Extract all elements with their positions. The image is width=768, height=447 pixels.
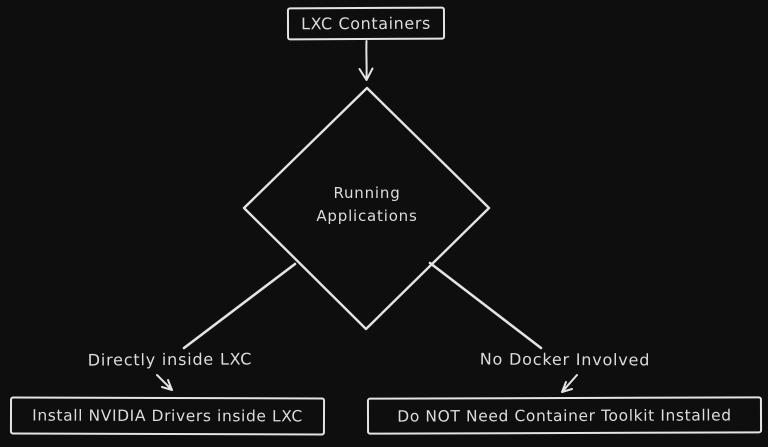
left-arrowhead-icon [156, 374, 173, 391]
decision-running-applications-label: Running Applications [316, 184, 418, 226]
right-edge-line [428, 261, 543, 350]
node-install-nvidia-drivers: Install NVIDIA Drivers inside LXC [9, 396, 326, 436]
node-no-container-toolkit-label: Do NOT Need Container Toolkit Installed [397, 405, 732, 426]
branch-condition-left: Directly inside LXC [87, 349, 253, 370]
decision-diamond-shape [242, 86, 491, 331]
node-lxc-containers-label: LXC Containers [301, 13, 431, 34]
left-edge-line [182, 262, 297, 350]
node-lxc-containers: LXC Containers [286, 6, 446, 41]
branch-condition-right: No Docker Involved [479, 349, 651, 370]
node-no-container-toolkit: Do NOT Need Container Toolkit Installed [366, 396, 763, 435]
right-arrowhead-icon [561, 374, 578, 393]
flow-arrow-head-icon [358, 67, 374, 81]
node-install-nvidia-drivers-label: Install NVIDIA Drivers inside LXC [32, 406, 303, 426]
